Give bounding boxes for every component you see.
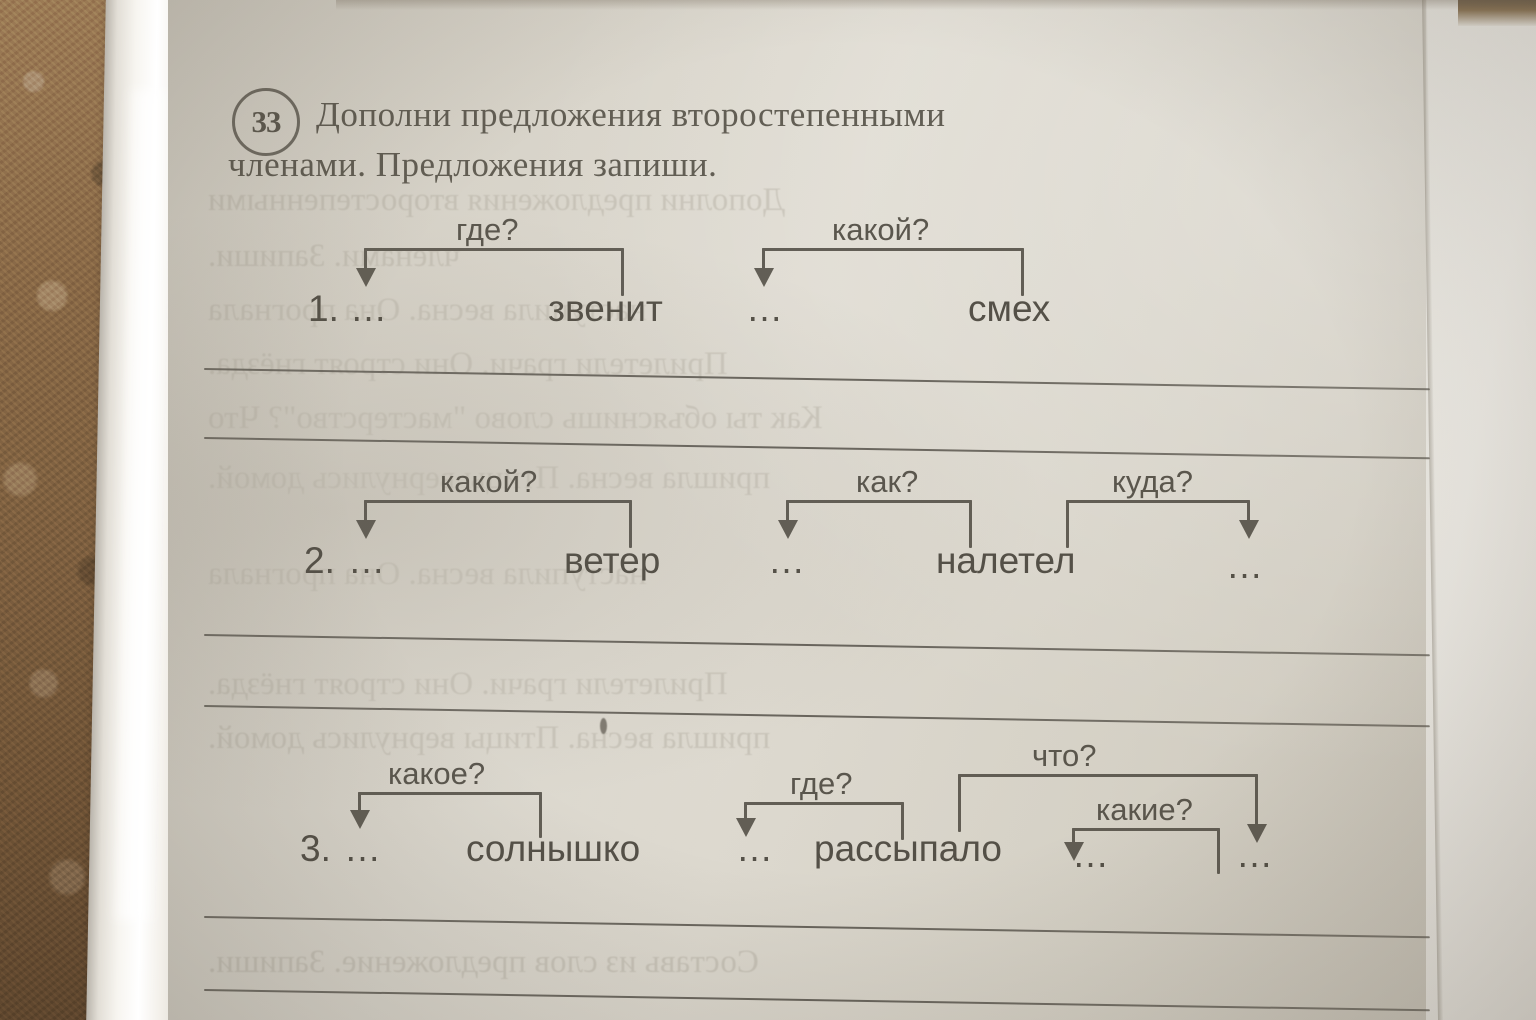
page-top-edge: [336, 0, 1536, 10]
question-label-gde: где?: [456, 212, 519, 247]
arrowhead-icon: [736, 818, 756, 837]
exercise-number-badge: 33: [232, 88, 300, 156]
bracket-right-stem: [1217, 828, 1220, 874]
arrowhead-icon: [778, 520, 798, 539]
bracket-top-bar: [744, 802, 904, 805]
sentence-1-word-smeh: смех: [968, 288, 1051, 329]
arrowhead-icon: [1239, 520, 1259, 539]
sentence-2-blank-1: …: [348, 540, 385, 581]
arrowhead-icon: [350, 810, 370, 829]
bracket-top-bar: [958, 774, 1258, 777]
instruction-line-1: Дополни предложения второстепенными: [316, 95, 946, 134]
bracket-left-stem: [744, 802, 747, 822]
bracket-right-stem: [629, 500, 632, 548]
sentence-1-index: 1.: [308, 288, 339, 329]
question-label-kakie: какие?: [1096, 792, 1193, 827]
sentence-2-blank-3: …: [1226, 545, 1263, 586]
exercise-content: 33 Дополни предложения второстепенными ч…: [168, 0, 1536, 1020]
bracket-left-stem: [364, 500, 367, 524]
question-label-chto: что?: [1032, 738, 1097, 773]
bracket-left-stem: [358, 792, 361, 814]
bracket-top-bar: [364, 500, 632, 503]
arrowhead-icon: [356, 520, 376, 539]
bracket-right-stem: [621, 248, 624, 296]
bracket-top-bar: [762, 248, 1024, 251]
bracket-left-stem: [1066, 500, 1069, 548]
sentence-2-word-veter: ветер: [564, 540, 661, 581]
sentence-3-index: 3.: [300, 828, 331, 869]
arrowhead-icon: [754, 268, 774, 287]
sentence-1-blank-1: …: [350, 288, 387, 329]
question-label-gde-2: где?: [790, 766, 853, 801]
bracket-left-stem: [1072, 828, 1075, 846]
bracket-left-stem: [364, 248, 367, 272]
bracket-right-stem: [901, 802, 904, 840]
bracket-top-bar: [1072, 828, 1220, 831]
sentence-1-word-zvenit: звенит: [548, 288, 663, 329]
sentence-3-word-rassypalo: рассыпало: [814, 828, 1002, 869]
facing-page: [1426, 0, 1536, 1020]
sentence-2-index: 2.: [304, 540, 335, 581]
bracket-left-stem: [958, 774, 961, 832]
sentence-3-word-solnyshko: солнышко: [466, 828, 641, 869]
bracket-right-stem: [1255, 774, 1258, 830]
bracket-left-stem: [762, 248, 765, 272]
sentence-2-blank-2: …: [768, 540, 805, 581]
page-top-shadow: [1458, 0, 1536, 26]
bracket-right-stem: [1247, 500, 1250, 524]
sentence-1-blank-2: …: [746, 288, 783, 329]
arrowhead-icon: [1064, 842, 1084, 861]
bracket-top-bar: [786, 500, 972, 503]
bracket-right-stem: [969, 500, 972, 548]
question-label-kak: как?: [856, 464, 919, 499]
exercise-instruction: Дополни предложения второстепенными член…: [228, 90, 1416, 191]
ink-smudge: [600, 718, 607, 734]
question-label-kakoy-2: какой?: [440, 464, 538, 499]
bracket-right-stem: [539, 792, 542, 838]
bracket-top-bar: [358, 792, 542, 795]
question-label-kuda: куда?: [1112, 464, 1193, 499]
bracket-top-bar: [364, 248, 624, 251]
bracket-right-stem: [1021, 248, 1024, 296]
textbook-page: Дополни предложения второстепенными член…: [168, 0, 1536, 1020]
sentence-2-word-naletel: налетел: [936, 540, 1076, 581]
bracket-top-bar: [1066, 500, 1250, 503]
arrowhead-icon: [356, 268, 376, 287]
sentence-3-blank-1: …: [344, 828, 381, 869]
arrowhead-icon: [1247, 824, 1267, 843]
bracket-left-stem: [786, 500, 789, 524]
question-label-kakoe: какое?: [388, 756, 486, 791]
instruction-line-2: членами. Предложения запиши.: [228, 145, 718, 185]
question-label-kakoy-1: какой?: [832, 212, 930, 247]
